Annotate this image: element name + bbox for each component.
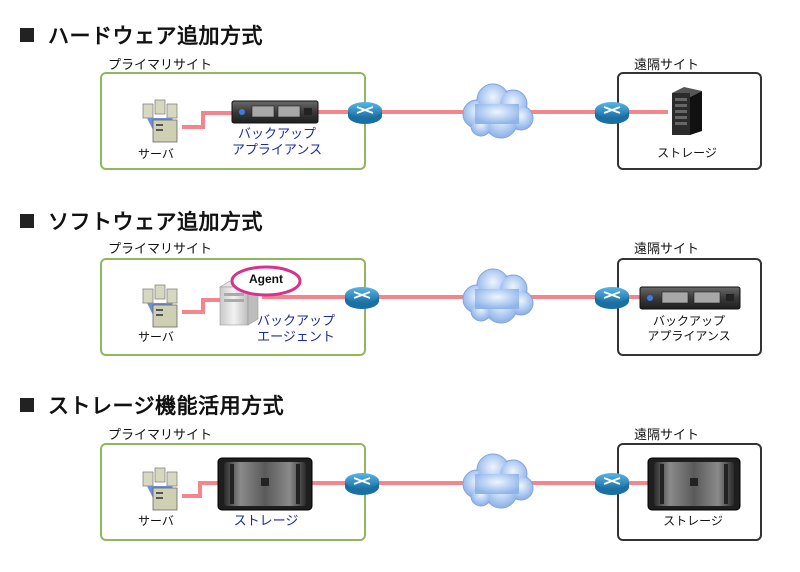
bullet-square-icon [20, 214, 34, 228]
label-line: アプライアンス [231, 143, 323, 158]
backup-appliance-label: バックアップ アプライアンス [634, 314, 744, 344]
backup-appliance-icon [231, 100, 319, 124]
section-title-storage: ストレージ機能活用方式 [20, 390, 284, 420]
storage-array-icon [647, 457, 741, 511]
section-title-text: ストレージ機能活用方式 [48, 394, 285, 418]
server-label: サーバ [138, 514, 174, 528]
remote-site-label: 遠隔サイト [634, 58, 700, 73]
cloud-icon [462, 453, 534, 509]
section-title-hardware: ハードウェア追加方式 [20, 20, 263, 50]
label-line: バックアップ [237, 127, 316, 142]
storage-array-icon [217, 457, 313, 511]
router-icon [345, 287, 379, 309]
bullet-square-icon [20, 28, 34, 42]
label-line: バックアップ [652, 314, 725, 328]
primary-site-label: プライマリサイト [108, 428, 213, 443]
backup-agent-label: バックアップ エージェント [248, 314, 344, 346]
storage-label: ストレージ [657, 146, 717, 160]
primary-site-label: プライマリサイト [108, 58, 213, 73]
label-line: バックアップ [256, 314, 335, 329]
storage-tower-icon [672, 87, 702, 135]
router-icon [595, 473, 629, 495]
storage-label: ストレージ [663, 514, 723, 528]
agent-badge [230, 265, 302, 297]
remote-site-label: 遠隔サイト [634, 428, 700, 443]
router-icon [595, 102, 629, 124]
primary-site-label: プライマリサイト [108, 242, 213, 257]
server-label: サーバ [138, 330, 174, 344]
storage-label: ストレージ [233, 514, 299, 529]
agent-badge-text: Agent [249, 272, 283, 286]
section-title-software: ソフトウェア追加方式 [20, 206, 263, 236]
server-label: サーバ [138, 147, 174, 161]
section-title-text: ソフトウェア追加方式 [48, 210, 263, 234]
server-icon [142, 99, 178, 143]
router-icon [595, 287, 629, 309]
label-line: エージェント [257, 330, 335, 345]
label-line: アプライアンス [647, 329, 731, 343]
section-title-text: ハードウェア追加方式 [48, 24, 263, 48]
backup-appliance-label: バックアップ アプライアンス [226, 127, 328, 159]
server-icon [142, 284, 178, 328]
server-icon [142, 467, 178, 511]
backup-appliance-icon [639, 286, 741, 310]
remote-site-label: 遠隔サイト [634, 242, 700, 257]
router-icon [348, 102, 382, 124]
cloud-icon [462, 83, 534, 139]
bullet-square-icon [20, 398, 34, 412]
cloud-icon [462, 268, 534, 324]
router-icon [345, 473, 379, 495]
